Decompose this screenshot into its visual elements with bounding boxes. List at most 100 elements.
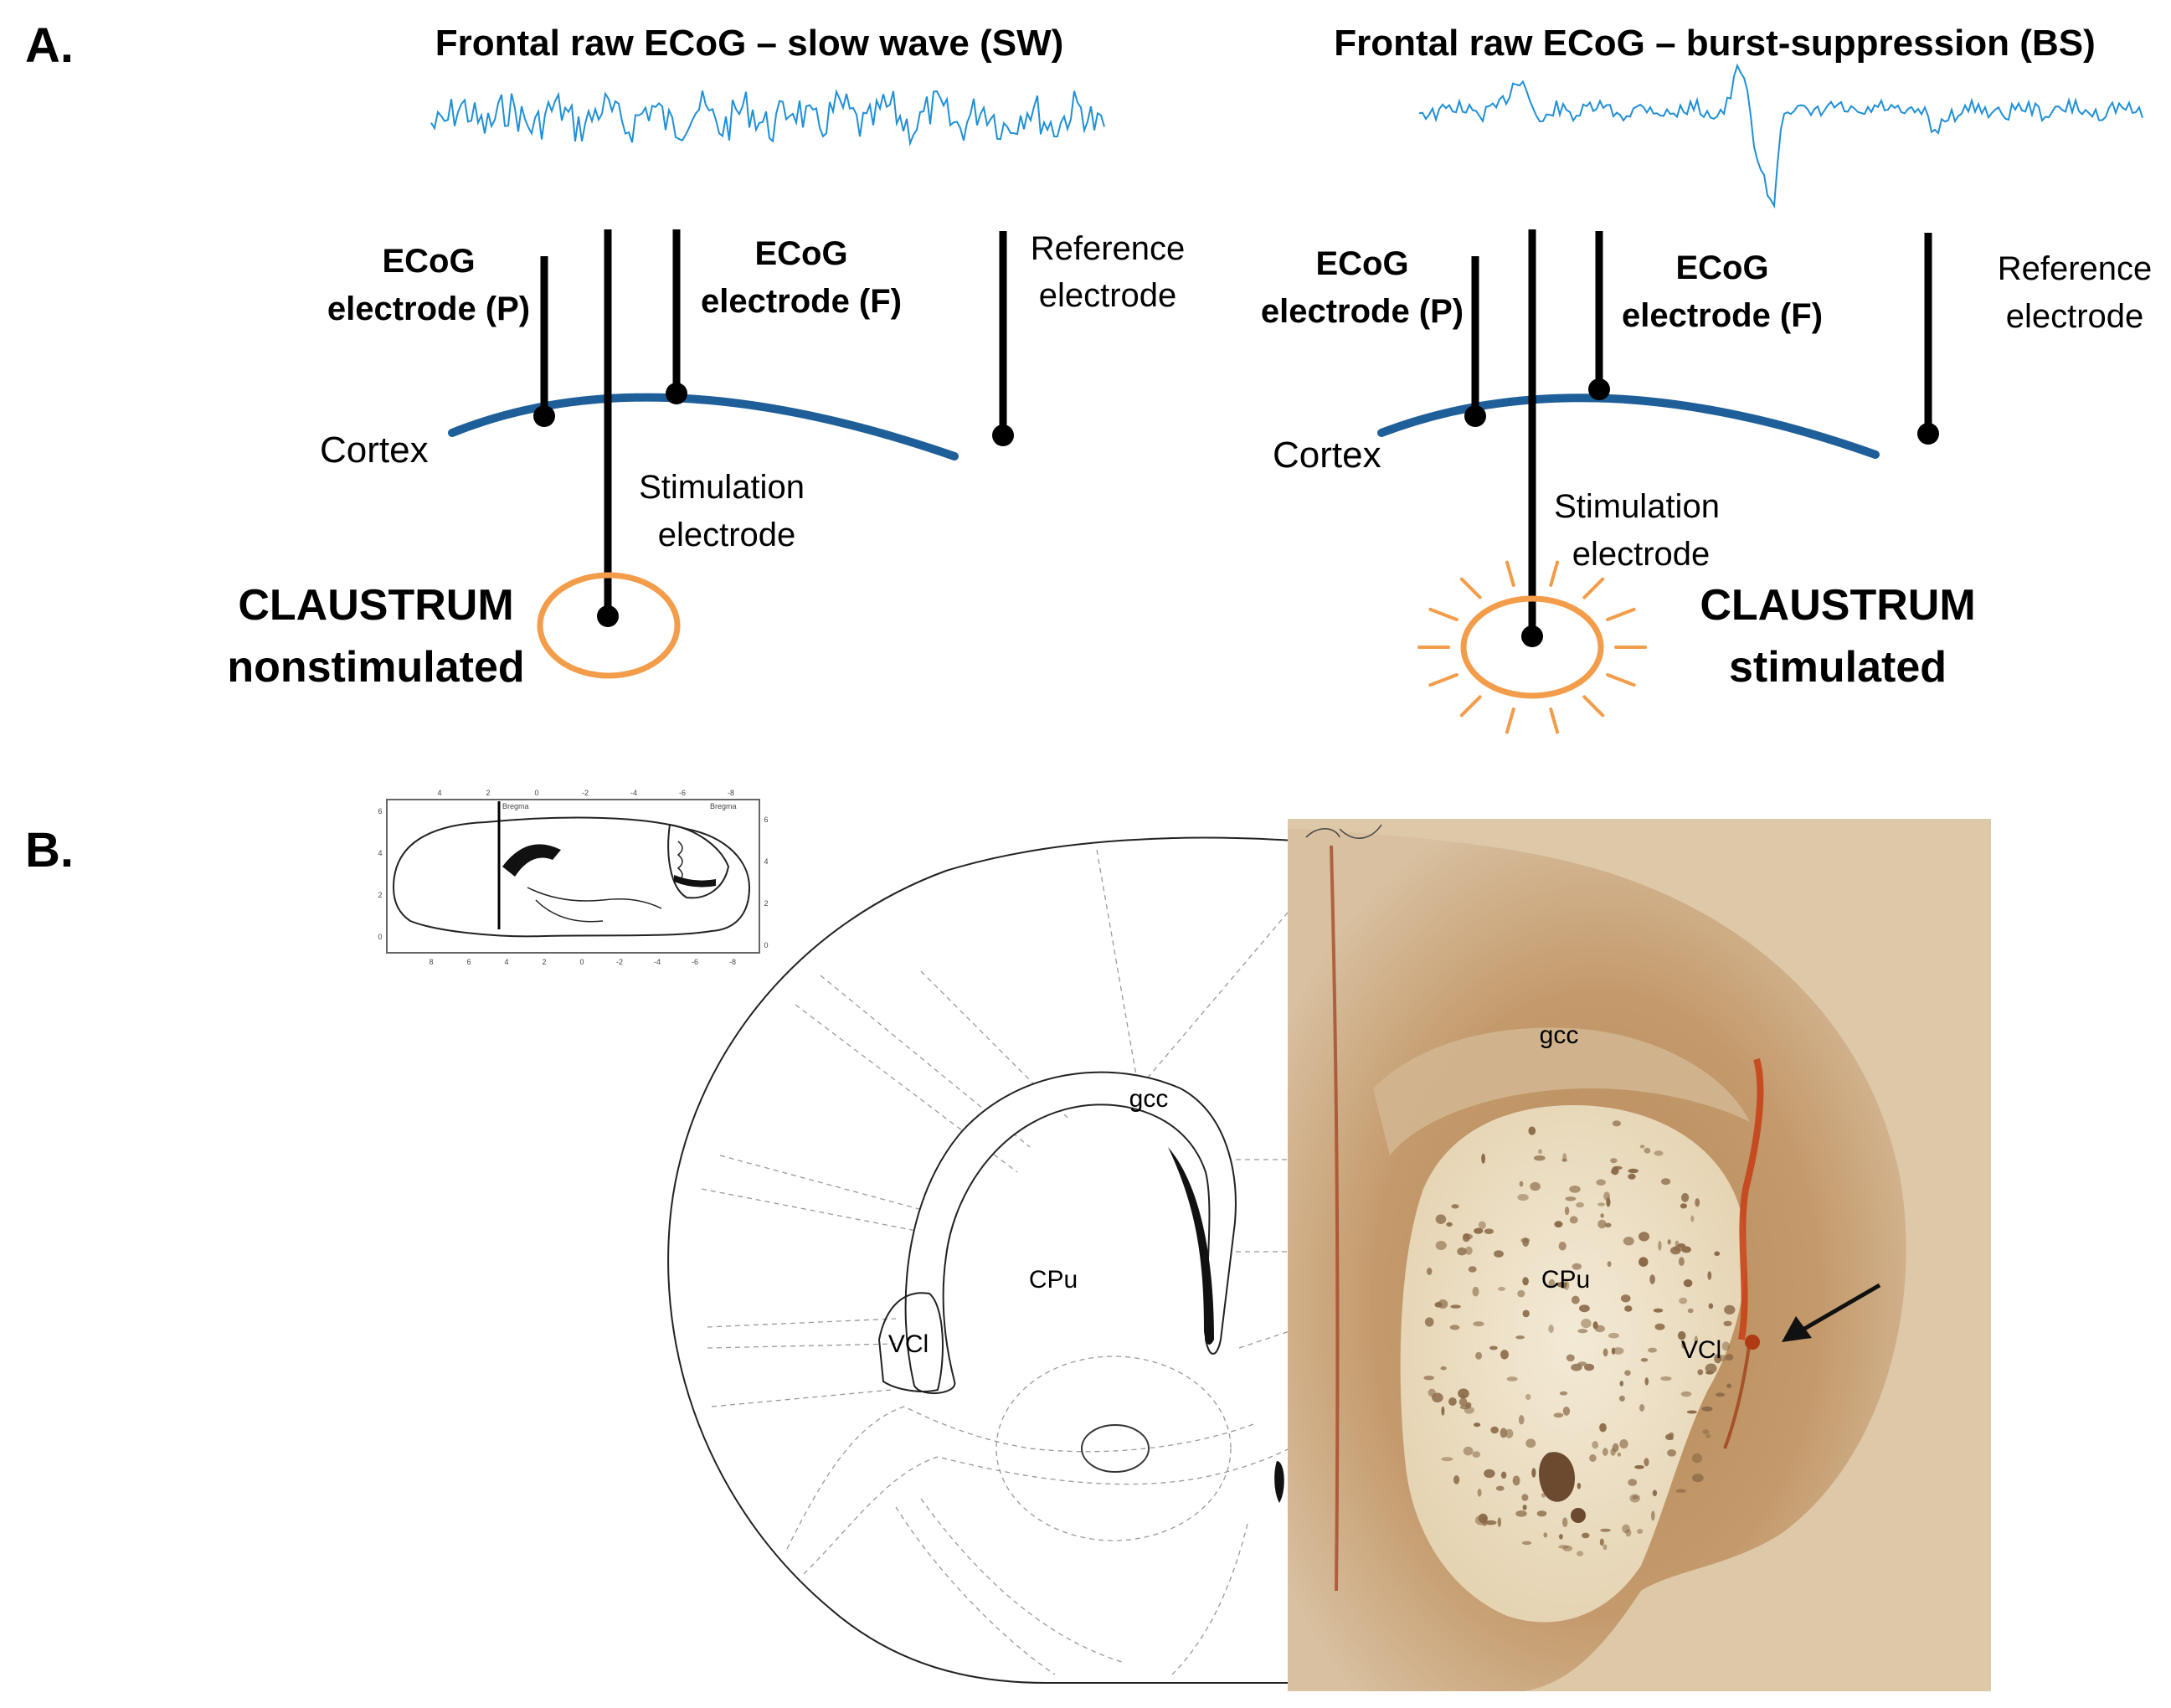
fiber-dot	[1708, 1303, 1714, 1309]
stimulation-ray	[1582, 577, 1605, 599]
fiber-dot	[1530, 1181, 1541, 1191]
fiber-dot	[1465, 1402, 1472, 1408]
fiber-dot	[1619, 1381, 1624, 1386]
stimulation-ray	[1549, 707, 1560, 734]
ecog-f-label-right-2: electrode (F)	[1622, 297, 1823, 334]
trace-title-sw: Frontal raw ECoG – slow wave (SW)	[435, 23, 1064, 64]
claustrum-stimulated	[1460, 595, 1604, 699]
fiber-dot	[1624, 1305, 1633, 1312]
reference-electrode-tip-right	[1917, 423, 1939, 445]
fiber-dot	[1691, 1453, 1702, 1464]
fiber-dot	[1500, 1350, 1509, 1360]
fiber-dot	[1705, 1363, 1717, 1374]
fiber-dot	[1521, 1541, 1532, 1546]
fiber-dot	[1560, 1284, 1567, 1289]
fiber-dot	[1548, 1278, 1556, 1288]
inset-top-tick: -2	[582, 789, 589, 797]
fiber-dot	[1440, 1366, 1447, 1371]
fiber-dot	[1460, 1393, 1466, 1399]
fiber-dot	[1569, 1216, 1578, 1224]
fiber-dot	[1677, 1243, 1686, 1248]
fiber-dot	[1608, 1332, 1619, 1339]
fiber-dot	[1522, 1277, 1529, 1286]
fiber-dot	[1515, 1510, 1527, 1517]
ecog-f-label-left-1: ECoG	[754, 235, 847, 272]
fiber-dot	[1687, 1308, 1694, 1314]
stimulation-ray	[1428, 607, 1458, 622]
fiber-dot	[1571, 1295, 1580, 1304]
fiber-dot	[1692, 1474, 1704, 1483]
fiber-dot	[1623, 1237, 1634, 1246]
cortex-line-right	[1377, 394, 1880, 459]
fiber-dot	[1639, 1232, 1649, 1242]
claustrum-label-left-1: CLAUSTRUM	[238, 581, 513, 630]
fiber-dot	[1668, 1432, 1675, 1438]
fiber-dot	[1565, 1196, 1577, 1201]
fiber-dot	[1453, 1475, 1460, 1484]
fiber-dot	[1463, 1446, 1474, 1456]
fiber-dot	[1592, 1321, 1598, 1330]
fiber-dot	[1639, 1257, 1649, 1267]
fiber-dot	[1604, 1222, 1612, 1228]
fiber-dot	[1582, 1532, 1590, 1539]
inset-x-tick: -6	[692, 958, 698, 966]
fiber-dot	[1554, 1221, 1563, 1228]
fiber-dot	[1450, 1304, 1461, 1309]
fiber-dot	[1536, 1510, 1547, 1517]
ecog-electrode-f-tip-right	[1588, 378, 1610, 400]
inset-bregma-left: Bregma	[502, 802, 529, 810]
panel-b-letter: B.	[25, 823, 74, 877]
fiber-dot	[1640, 1358, 1649, 1362]
fiber-dot	[1474, 1227, 1484, 1234]
stimulation-label-left-2: electrode	[658, 517, 796, 553]
reference-label-left-2: electrode	[1039, 277, 1177, 314]
fiber-dot	[1603, 1348, 1608, 1357]
ecog-p-label-left-2: electrode (P)	[327, 291, 530, 327]
inset-y-tick-left: 2	[378, 891, 382, 899]
fiber-dot	[1617, 1452, 1622, 1457]
fiber-dot	[1622, 1524, 1630, 1534]
fiber-dot	[1652, 1489, 1658, 1497]
fiber-dot	[1661, 1178, 1671, 1186]
fiber-dot	[1628, 1479, 1638, 1486]
fiber-dot	[1678, 1257, 1685, 1266]
inset-x-tick: 2	[542, 958, 546, 966]
fiber-dot	[1543, 1532, 1548, 1538]
fiber-dot	[1564, 1206, 1570, 1216]
fiber-dot	[1619, 1439, 1628, 1449]
stimulation-ray	[1505, 707, 1515, 734]
fiber-dot	[1449, 1325, 1460, 1330]
ecog-trace-sw	[430, 89, 1105, 147]
fiber-dot	[1484, 1469, 1495, 1479]
fiber-dot	[1457, 1247, 1467, 1256]
photo-gcc-label: gcc	[1540, 1021, 1579, 1049]
fiber-dot	[1589, 1454, 1597, 1462]
inset-top-tick: -4	[630, 789, 637, 797]
fiber-dot	[1592, 1441, 1599, 1449]
fiber-dot	[1525, 1438, 1536, 1448]
fiber-dot	[1478, 1221, 1486, 1230]
stimulation-ray	[1428, 672, 1458, 687]
stimulation-ray	[1606, 672, 1636, 687]
stimulation-ray	[1606, 607, 1636, 622]
fiber-dot	[1519, 1181, 1524, 1187]
atlas-cpu-label: CPu	[1029, 1266, 1078, 1294]
fiber-dot	[1694, 1335, 1699, 1345]
fiber-dot	[1690, 1215, 1695, 1222]
fiber-dot	[1600, 1528, 1611, 1532]
fiber-dot	[1725, 1354, 1734, 1361]
fiber-dot	[1432, 1392, 1443, 1403]
stimulation-rays	[1417, 560, 1647, 734]
ecog-electrode-f-tip-left	[666, 383, 687, 404]
fiber-dot	[1639, 1145, 1645, 1149]
fiber-dot	[1681, 1246, 1691, 1253]
fiber-dot	[1495, 1485, 1505, 1491]
fiber-dot	[1634, 1465, 1644, 1469]
panel-a-letter: A.	[25, 18, 74, 73]
fiber-dot	[1610, 1158, 1618, 1164]
fiber-dot	[1701, 1406, 1713, 1412]
fiber-dot	[1500, 1428, 1508, 1438]
fiber-dot	[1481, 1516, 1488, 1526]
